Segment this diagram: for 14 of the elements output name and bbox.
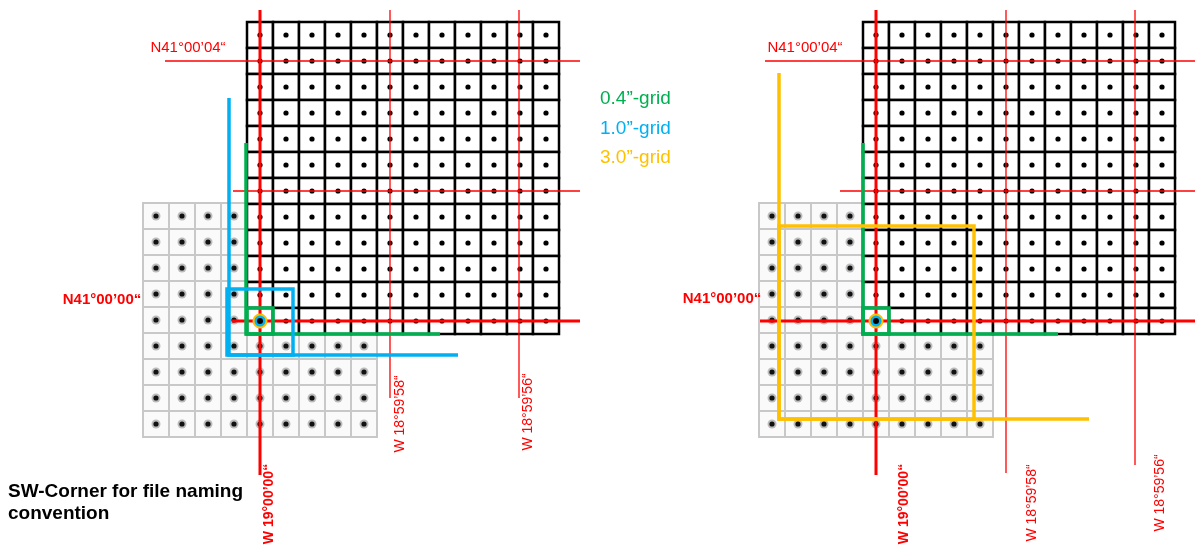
legend-text: 3.0”-grid [600, 146, 671, 168]
longitude-label: W 19°00’00“ [259, 463, 277, 545]
legend-text: 0.4”-grid [600, 87, 671, 109]
longitude-label: W 18°59’56“ [518, 373, 536, 451]
latitude-label: N41°00’04“ [150, 38, 226, 56]
legend-text: 1.0”-grid [600, 116, 671, 139]
latitude-label: N41°00’00“ [62, 290, 142, 308]
longitude-label: W 18°59’58“ [1022, 464, 1040, 542]
longitude-label: W 18°59’58“ [390, 375, 408, 453]
note-text: SW-Corner for file naming convention [8, 480, 244, 524]
latitude-label: N41°00’04“ [767, 38, 843, 56]
latitude-label: N41°00’00“ [682, 289, 762, 307]
longitude-label: W 19°00’00“ [894, 463, 912, 545]
longitude-label: W 18°59’56“ [1150, 454, 1168, 532]
